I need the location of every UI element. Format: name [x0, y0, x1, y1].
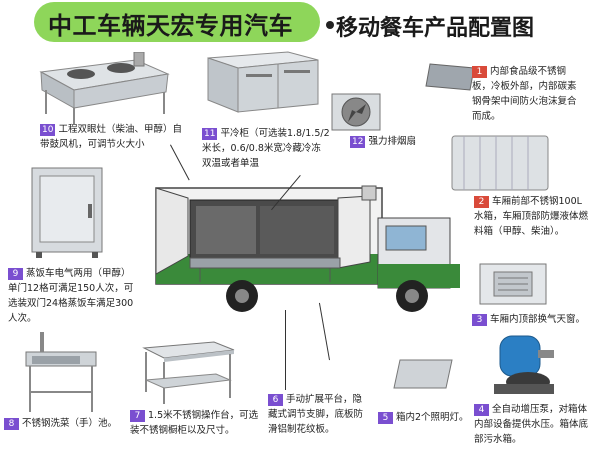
- item-number-badge: 6: [268, 394, 283, 406]
- leader-line: [285, 310, 286, 390]
- item-number-badge: 7: [130, 410, 145, 422]
- page-subtitle: 移动餐车产品配置图: [336, 16, 535, 41]
- food-truck-illustration: [155, 185, 460, 312]
- item-number-badge: 2: [474, 196, 489, 208]
- item-number-badge: 1: [472, 66, 487, 78]
- item-number-badge: 10: [40, 124, 56, 136]
- roof-vent-icon: [479, 263, 547, 305]
- item-number-badge: 3: [472, 314, 487, 326]
- water-tank-icon: [451, 135, 549, 191]
- item-number-badge: 4: [474, 404, 489, 416]
- fridge-counter-icon: [207, 51, 319, 113]
- item-number-badge: 11: [202, 128, 218, 140]
- water-pump-icon: [494, 335, 554, 394]
- work-table-icon: [142, 341, 235, 404]
- bullet-icon: [326, 21, 334, 29]
- wash-sink-icon: [25, 332, 97, 412]
- exhaust-fan-icon: [331, 93, 381, 131]
- item-number-badge: 12: [350, 136, 366, 148]
- page-title: 中工车辆天宏专用汽车: [48, 12, 293, 40]
- stainless-panel-icon: [425, 63, 475, 91]
- item-number-badge: 8: [4, 418, 19, 430]
- food-steamer-icon: [31, 167, 103, 258]
- title-banner: [34, 2, 320, 42]
- double-burner-stove-icon: [39, 52, 170, 124]
- lighting-panel-icon: [393, 359, 453, 389]
- item-number-badge: 5: [378, 412, 393, 424]
- item-number-badge: 9: [8, 268, 23, 280]
